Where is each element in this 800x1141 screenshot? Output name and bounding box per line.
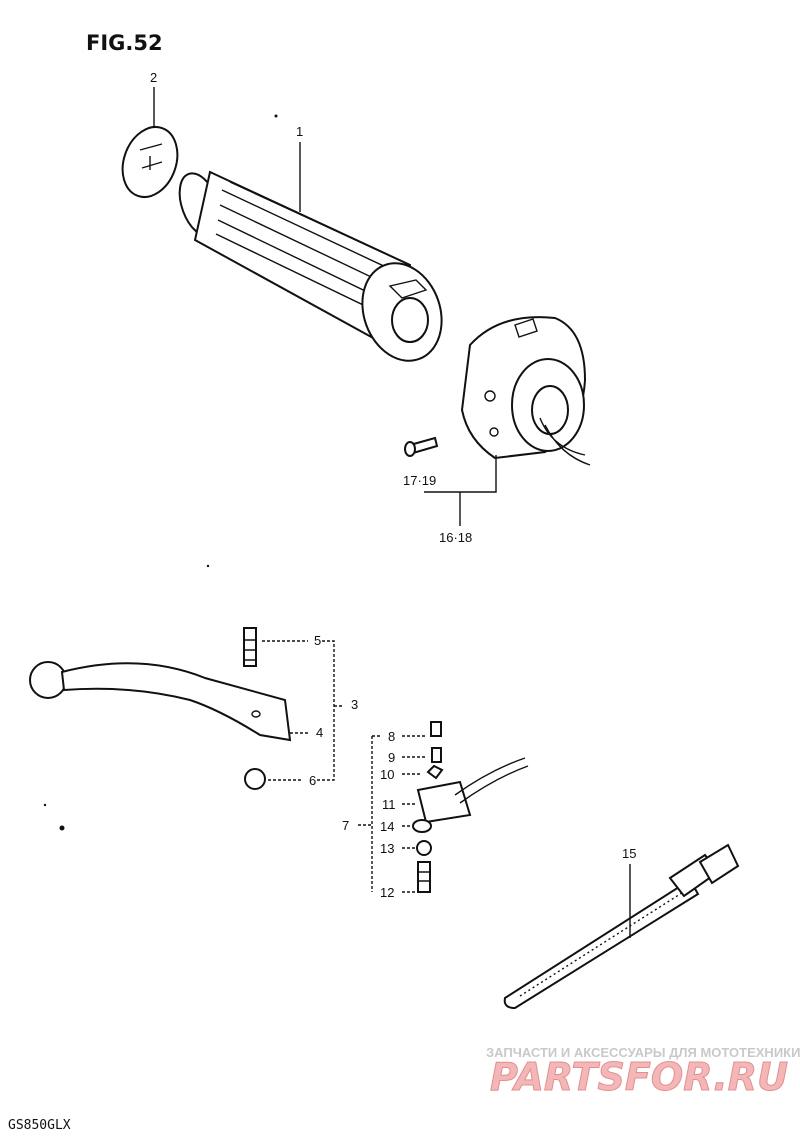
grip-end-cap [121,126,179,198]
callout-12: 12 [380,885,394,900]
callout-3: 3 [351,697,358,712]
handlebar-grip [178,170,443,362]
callout-13: 13 [380,841,394,856]
callout-9: 9 [388,750,395,765]
callout-10: 10 [380,767,394,782]
callout-8: 8 [388,729,395,744]
callout-1: 1 [296,124,303,139]
cable-clamp-assembly [412,721,529,893]
callout-5: 5 [314,633,321,648]
cable-tie [503,843,740,1010]
callout-6: 6 [309,773,316,788]
lever-nut [244,768,266,790]
callout-17-19: 17·19 [403,473,436,488]
callout-2: 2 [150,70,157,85]
callout-7: 7 [342,818,349,833]
housing-screw [404,436,439,457]
callout-14: 14 [380,819,394,834]
watermark-brand: PARTSFOR.RU [490,1055,788,1099]
model-code: GS850GLX [8,1118,71,1133]
figure-title: FIG.52 [86,31,163,55]
callout-4: 4 [316,725,323,740]
pivot-bolt [243,627,257,667]
callout-15: 15 [622,846,636,861]
clutch-lever [29,661,292,742]
switch-housing [460,316,591,466]
watermark-caption: ЗАПЧАСТИ И АКСЕССУАРЫ ДЛЯ МОТОТЕХНИКИ [486,1045,800,1060]
callout-11: 11 [382,797,396,812]
callout-16-18: 16·18 [439,530,472,545]
